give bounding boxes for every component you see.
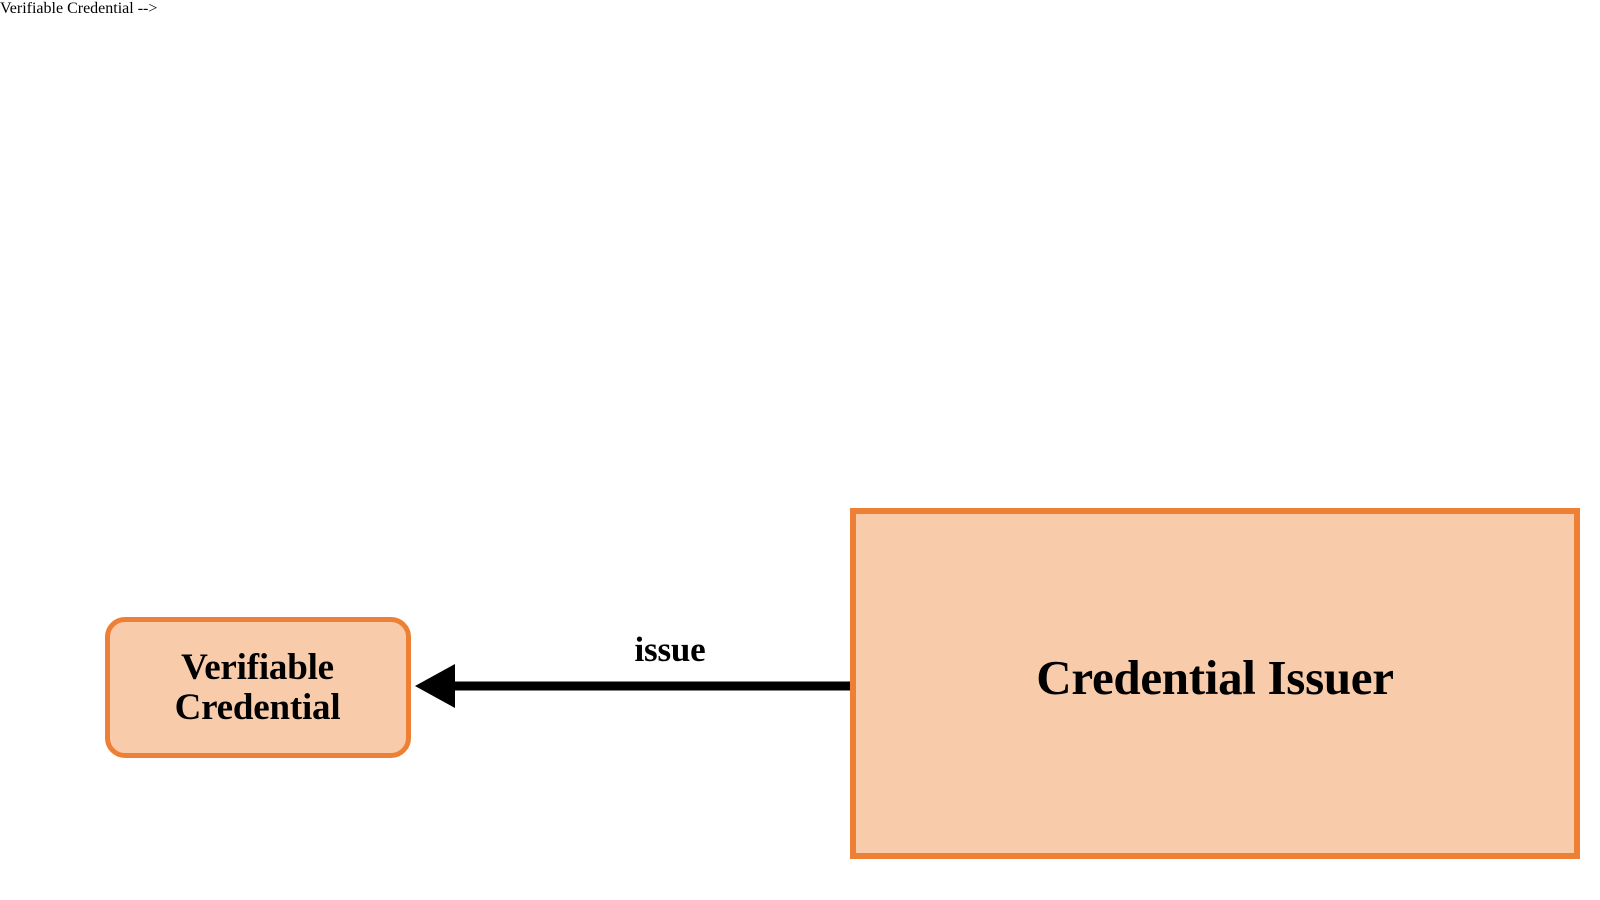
node-verifiable-credential[interactable]: Verifiable Credential <box>105 617 411 758</box>
arrowhead-icon <box>415 664 455 708</box>
edge-label-issue: issue <box>634 630 706 669</box>
node-credential-issuer[interactable]: Credential Issuer <box>850 508 1580 859</box>
node-credential-issuer-label: Credential Issuer <box>1036 649 1394 705</box>
node-verifiable-credential-label: Verifiable Credential <box>174 647 341 728</box>
